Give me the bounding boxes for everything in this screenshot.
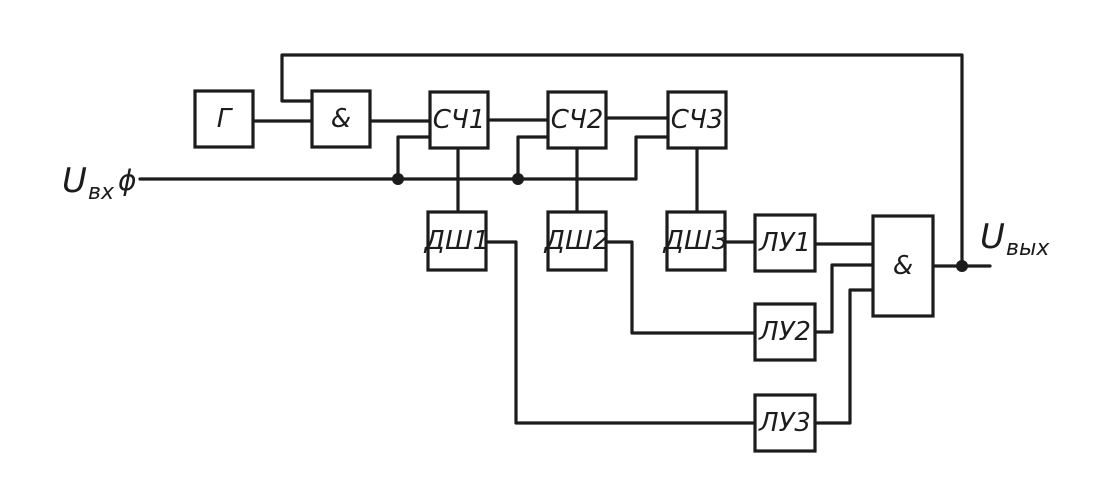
block-decoder-2-label: ДШ2: [544, 226, 610, 256]
junction-dot: [512, 173, 524, 185]
block-generator-label: Г: [217, 104, 234, 134]
junction-dot: [392, 173, 404, 185]
input-terminal: U вх ϕ: [62, 161, 136, 205]
block-logic-unit-2: ЛУ2: [753, 302, 817, 362]
input-label-main: U: [62, 161, 87, 201]
block-and-output-label: &: [893, 251, 913, 281]
block-decoder-3-label: ДШ3: [663, 226, 729, 256]
block-logic-unit-3: ЛУ3: [753, 393, 817, 453]
block-counter-2-label: СЧ2: [551, 105, 604, 135]
output-label-main: U: [980, 217, 1005, 257]
dec1-to-lu3: [484, 240, 757, 425]
block-logic-unit-1-label: ЛУ1: [758, 228, 811, 258]
block-and-output: &: [871, 214, 935, 318]
lu2-to-and: [813, 263, 875, 334]
bus-to-ct2: [516, 135, 550, 181]
junction-dot: [956, 260, 968, 272]
bus-to-ct3: [634, 135, 670, 181]
block-counter-3: СЧ3: [666, 90, 728, 150]
block-decoder-3: ДШ3: [663, 210, 729, 272]
dec2-to-lu2: [604, 240, 757, 335]
block-counter-1: СЧ1: [428, 90, 490, 150]
feedback-wire: [280, 53, 964, 268]
block-decoder-1: ДШ1: [424, 210, 490, 272]
block-decoder-1-label: ДШ1: [424, 226, 490, 256]
block-decoder-2: ДШ2: [544, 210, 610, 272]
block-counter-2: СЧ2: [546, 90, 608, 150]
block-logic-unit-2-label: ЛУ2: [758, 317, 811, 347]
block-logic-unit-1: ЛУ1: [753, 213, 817, 273]
bus-to-ct1: [396, 135, 432, 181]
lu3-to-and: [813, 288, 875, 425]
block-counter-3-label: СЧ3: [671, 105, 724, 135]
input-terminal-marker: ϕ: [118, 164, 136, 197]
output-label-sub: вых: [1006, 236, 1050, 261]
block-counter-1-label: СЧ1: [433, 105, 486, 135]
input-label-sub: вх: [88, 180, 115, 205]
output-terminal: U вых: [980, 217, 1050, 261]
block-logic-unit-3-label: ЛУ3: [758, 408, 811, 438]
block-generator: Г: [193, 89, 255, 149]
block-and-top-label: &: [331, 104, 351, 134]
wires: [138, 53, 992, 425]
block-and-top: &: [310, 89, 372, 149]
